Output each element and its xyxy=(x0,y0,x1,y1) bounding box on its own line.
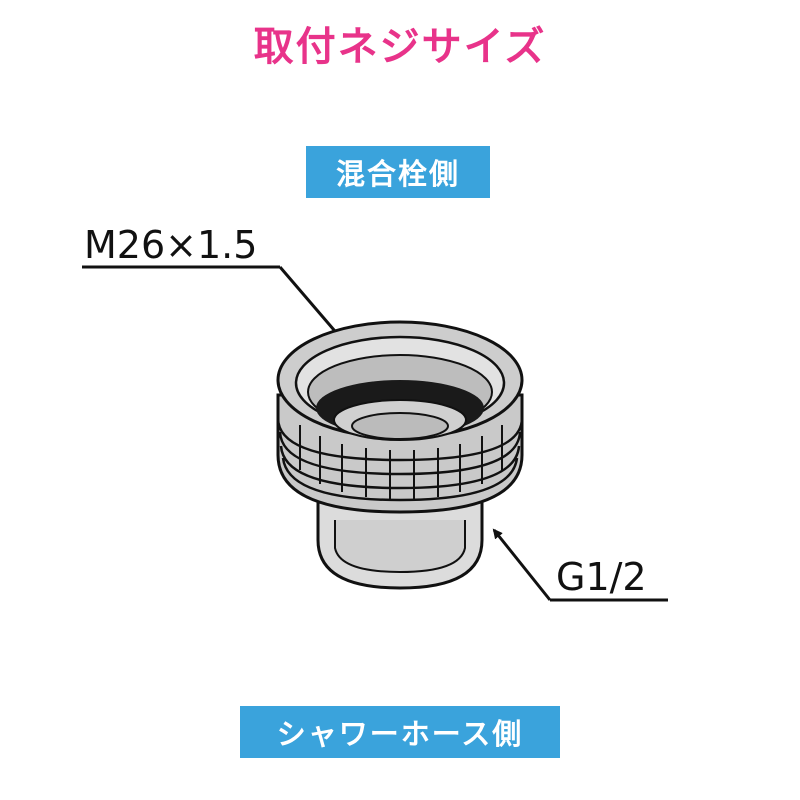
bottom-callout-leader xyxy=(492,528,668,602)
bottom-thread-size-label: G1/2 xyxy=(556,555,647,599)
shower-hose-side-label: シャワーホース側 xyxy=(240,706,560,758)
page-title: 取付ネジサイズ xyxy=(253,24,547,70)
faucet-adapter-icon xyxy=(276,320,524,590)
faucet-side-label: 混合栓側 xyxy=(306,146,490,198)
top-thread-size-label: M26×1.5 xyxy=(84,223,257,267)
